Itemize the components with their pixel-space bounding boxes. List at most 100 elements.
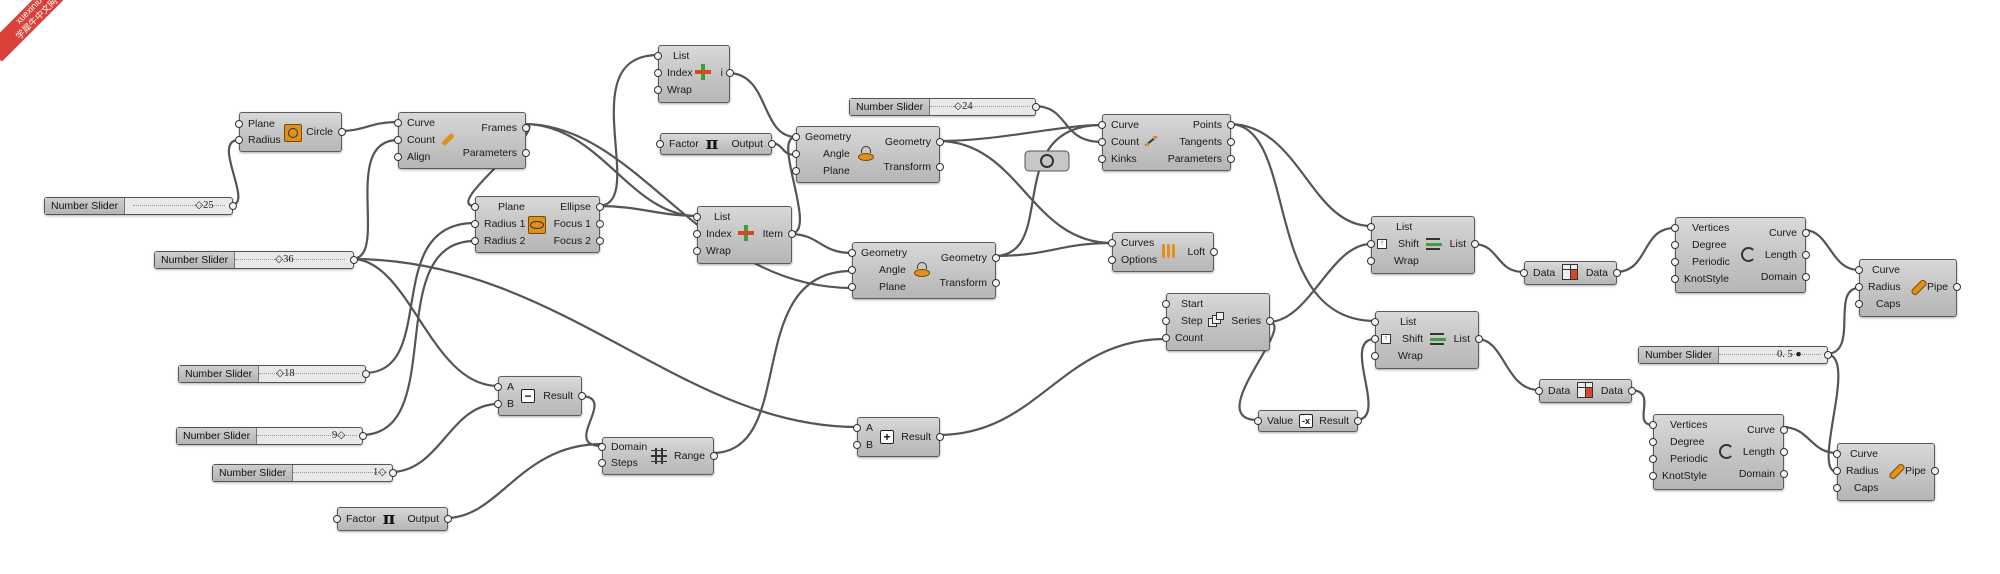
output-geometry[interactable]: Geometry [940,252,987,264]
input-port[interactable] [1162,317,1170,325]
output-port[interactable] [350,256,358,264]
output-port[interactable] [1471,240,1479,248]
nurbs-curve-component-1[interactable]: Vertices Degree Periodic KnotStyle Curve… [1671,217,1810,293]
input-port[interactable] [1535,387,1543,395]
output-port[interactable] [444,515,452,523]
input-b[interactable]: B [507,398,515,410]
input-knotstyle[interactable]: KnotStyle [1684,273,1729,285]
input-port[interactable] [235,136,243,144]
input-factor[interactable]: Factor [669,138,699,150]
input-wrap[interactable]: Wrap [706,245,731,257]
output-ellipse[interactable]: Ellipse [560,201,591,213]
input-plane[interactable]: Plane [498,201,525,213]
output-port[interactable] [1628,387,1636,395]
output-port[interactable] [596,203,604,211]
output-port[interactable] [1613,269,1621,277]
input-count[interactable]: Count [1175,332,1204,344]
list-item-top-component[interactable]: List Index Wrap i [654,45,734,103]
input-port[interactable] [654,69,662,77]
range-component[interactable]: Domain Steps Range [598,437,718,475]
input-port[interactable] [1367,240,1375,248]
output-port[interactable] [596,237,604,245]
output-port[interactable] [1802,251,1810,259]
input-port[interactable] [1833,450,1841,458]
input-curves[interactable]: Curves [1121,237,1155,249]
input-vertices[interactable]: Vertices [1692,222,1730,234]
output-port[interactable] [1802,229,1810,237]
output-port[interactable] [726,69,734,77]
output-port[interactable] [389,469,397,477]
input-port[interactable] [1649,438,1657,446]
input-curve[interactable]: Curve [407,117,436,129]
input-curve[interactable]: Curve [1850,448,1879,460]
output-port[interactable] [1266,317,1274,325]
output-port[interactable] [1780,448,1788,456]
output-circle[interactable]: Circle [306,126,333,138]
input-a[interactable]: A [507,381,515,393]
output-port[interactable] [788,230,796,238]
input-port[interactable] [235,120,243,128]
input-port[interactable] [654,52,662,60]
input-port[interactable] [1108,239,1116,247]
input-shift[interactable]: Shift [1398,238,1420,250]
input-index[interactable]: Index [667,67,693,79]
input-port[interactable] [1108,256,1116,264]
output-transform[interactable]: Transform [883,161,931,173]
input-port[interactable] [1649,421,1657,429]
data-component-1[interactable]: Data Data [1520,261,1621,285]
pipe-component-1[interactable]: Curve Radius Caps Pipe [1855,259,1961,317]
input-domain[interactable]: Domain [611,441,648,453]
output-port[interactable] [1953,283,1961,291]
slider-value[interactable]: ◇18 [276,368,295,379]
input-angle[interactable]: Angle [879,264,906,276]
output-data[interactable]: Data [1585,267,1608,279]
series-component[interactable]: Start Step Count Series [1162,293,1274,351]
slider-value[interactable]: 1◇ [373,467,387,478]
input-periodic[interactable]: Periodic [1692,256,1730,268]
input-data[interactable]: Data [1548,385,1571,397]
input-port[interactable] [848,283,856,291]
addition-component[interactable]: A B + Result [853,417,944,457]
output-length[interactable]: Length [1742,446,1775,458]
input-port[interactable] [1833,484,1841,492]
input-port[interactable] [598,459,606,467]
number-slider-0-5[interactable]: Number Slider 0. 5 ● [1638,346,1832,364]
negative-component[interactable]: Value -x Result [1254,410,1362,432]
frames-component[interactable]: Curve Count Align Frames Parameters [394,112,530,169]
number-slider-18[interactable]: Number Slider ◇18 [178,365,370,383]
input-value[interactable]: Value [1267,415,1294,427]
input-port[interactable] [1855,283,1863,291]
input-port[interactable] [471,220,479,228]
input-port[interactable] [598,443,606,451]
output-loft[interactable]: Loft [1187,246,1205,258]
output-port[interactable] [522,124,530,132]
data-component-2[interactable]: Data Data [1535,379,1636,403]
input-caps[interactable]: Caps [1854,482,1879,494]
input-a[interactable]: A [866,422,874,434]
input-port[interactable] [394,119,402,127]
input-port[interactable] [1671,224,1679,232]
input-port[interactable] [1162,300,1170,308]
input-port[interactable] [693,230,701,238]
output-output[interactable]: Output [407,513,439,525]
output-pipe[interactable]: Pipe [1926,281,1948,293]
input-periodic[interactable]: Periodic [1670,453,1708,465]
output-port[interactable] [710,452,718,460]
input-list[interactable]: List [673,50,690,62]
output-range[interactable]: Range [674,450,705,462]
output-port[interactable] [229,202,237,210]
number-slider-1[interactable]: Number Slider 1◇ [212,464,397,482]
input-port[interactable] [848,266,856,274]
pi-component-2[interactable]: Factor π Output [333,507,452,531]
input-port[interactable] [1162,334,1170,342]
input-data[interactable]: Data [1533,267,1556,279]
slider-value[interactable]: ◇36 [275,254,294,265]
output-port[interactable] [768,140,776,148]
output-curve[interactable]: Curve [1746,424,1775,436]
input-port[interactable] [333,515,341,523]
output-port[interactable] [578,392,586,400]
output-port[interactable] [1780,470,1788,478]
output-pipe[interactable]: Pipe [1904,465,1926,477]
input-plane[interactable]: Plane [879,281,906,293]
input-shift[interactable]: Shift [1402,333,1424,345]
